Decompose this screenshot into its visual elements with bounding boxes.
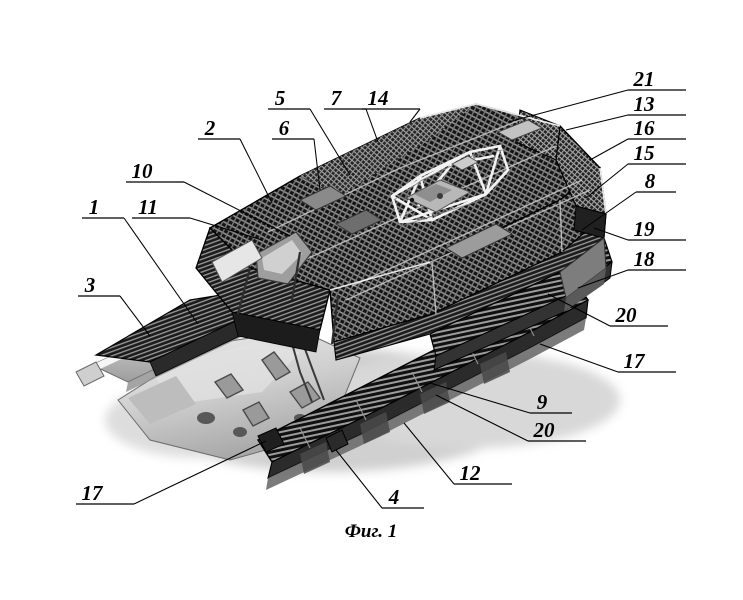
leader-line xyxy=(581,191,637,231)
leader-line xyxy=(593,227,629,241)
leader-line xyxy=(313,138,321,191)
label-number: 17 xyxy=(624,349,647,373)
leader-line xyxy=(335,449,383,509)
roof-lattice-shadow xyxy=(393,149,503,227)
label-number: 2 xyxy=(204,116,216,140)
reference-label-19: 19 xyxy=(593,217,686,241)
reference-label-20r: 20 xyxy=(547,293,668,327)
label-number: 16 xyxy=(634,116,656,140)
hull-struts xyxy=(236,251,340,345)
reference-label-17r: 17 xyxy=(539,343,676,373)
figure-caption: Фиг. 1 xyxy=(345,521,397,542)
reference-label-2: 2 xyxy=(198,116,273,204)
label-number: 3 xyxy=(84,273,96,297)
label-number: 8 xyxy=(645,169,656,193)
leader-line xyxy=(585,163,629,199)
label-number: 6 xyxy=(279,116,290,140)
label-number: 5 xyxy=(275,86,286,110)
hull-highlights xyxy=(329,103,607,291)
hull-opening xyxy=(211,231,313,285)
leader-line xyxy=(183,181,291,237)
leader-line xyxy=(239,138,273,204)
label-number: 4 xyxy=(388,485,400,509)
label-number: 20 xyxy=(615,303,638,327)
leader-line xyxy=(435,394,529,442)
reference-label-17l: 17 xyxy=(76,440,267,505)
label-number: 1 xyxy=(89,195,100,219)
leader-line xyxy=(507,89,629,123)
reference-label-8: 8 xyxy=(581,169,676,231)
label-number: 7 xyxy=(331,86,343,110)
reference-label-20b: 20 xyxy=(435,394,586,442)
leader-line xyxy=(547,293,611,327)
leader-line xyxy=(429,382,531,414)
leader-line xyxy=(189,217,263,241)
reference-label-13: 13 xyxy=(565,92,686,131)
reference-label-11: 11 xyxy=(132,195,263,241)
track-lower-band xyxy=(266,318,586,490)
leader-line xyxy=(133,440,267,505)
leader-line xyxy=(119,295,151,337)
leader-line xyxy=(403,422,455,485)
leader-line xyxy=(365,108,379,143)
reference-label-4: 4 xyxy=(335,449,424,509)
reference-label-14: 14 xyxy=(362,86,421,123)
reference-label-21: 21 xyxy=(507,67,686,123)
deck-equipment xyxy=(298,119,544,259)
label-number: 11 xyxy=(138,195,158,219)
label-number: 19 xyxy=(634,217,656,241)
leader-line xyxy=(565,114,629,131)
reference-label-18: 18 xyxy=(577,247,686,289)
label-number: 15 xyxy=(634,141,655,165)
label-number: 14 xyxy=(368,86,389,110)
leader-line xyxy=(589,138,629,161)
leader-line xyxy=(123,217,199,325)
reference-label-6: 6 xyxy=(272,116,321,191)
label-number: 12 xyxy=(460,461,482,485)
label-number: 18 xyxy=(634,247,656,271)
leader-line xyxy=(309,108,351,176)
reference-label-15: 15 xyxy=(585,141,686,199)
rear-lower-structure xyxy=(559,237,607,312)
label-number: 9 xyxy=(537,390,548,414)
reference-label-7: 7 xyxy=(324,86,379,143)
label-number: 13 xyxy=(634,92,655,116)
roof-hatch-detail xyxy=(404,179,472,213)
label-number: 17 xyxy=(82,481,105,505)
reference-label-9: 9 xyxy=(429,382,572,414)
leader-line xyxy=(539,343,619,373)
reference-label-5: 5 xyxy=(268,86,351,176)
label-number: 10 xyxy=(132,159,154,183)
leader-line xyxy=(577,269,629,289)
reference-label-16: 16 xyxy=(589,116,686,161)
label-number: 20 xyxy=(533,418,556,442)
front-track-fitting xyxy=(257,427,349,453)
reference-label-3: 3 xyxy=(78,273,151,337)
reference-label-1: 1 xyxy=(82,195,199,325)
leader-line xyxy=(409,108,421,123)
vehicle-illustration xyxy=(75,103,613,490)
reference-label-10: 10 xyxy=(126,159,291,237)
reference-label-12: 12 xyxy=(403,422,512,485)
label-number: 21 xyxy=(633,67,655,91)
